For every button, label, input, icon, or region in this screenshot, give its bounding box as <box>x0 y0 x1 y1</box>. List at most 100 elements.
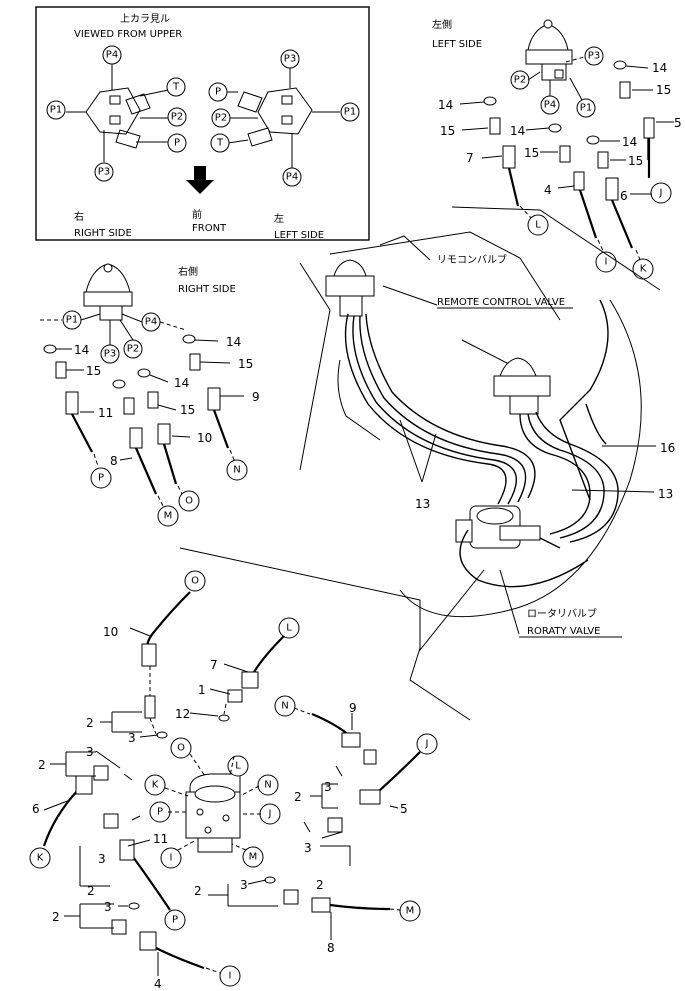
svg-text:P1: P1 <box>580 103 592 114</box>
btm-part-3g: 3 <box>104 900 112 914</box>
svg-text:I: I <box>229 971 232 982</box>
btm-part-3f: 3 <box>240 878 248 892</box>
svg-text:O: O <box>177 743 185 754</box>
btm-conn-o-near: O <box>170 737 192 759</box>
main-part-13a: 13 <box>658 487 673 501</box>
svg-text:P1: P1 <box>344 107 356 118</box>
inset-front-jp: 前 <box>192 208 202 221</box>
right-port-p1: P1 <box>62 310 82 330</box>
svg-text:K: K <box>152 780 159 791</box>
btm-conn-n-near: N <box>257 774 279 796</box>
btm-conn-j-near: J <box>259 803 281 825</box>
left-conn-j: J <box>650 182 672 204</box>
btm-part-8: 8 <box>327 941 335 955</box>
btm-conn-j-right: J <box>416 733 438 755</box>
svg-text:P: P <box>174 138 180 149</box>
svg-text:L: L <box>235 761 241 772</box>
inset-port-p3-r: P3 <box>94 162 114 182</box>
right-valve-body <box>83 263 133 321</box>
svg-text:N: N <box>233 465 240 476</box>
right-part-14b: 14 <box>226 335 241 349</box>
inset-port-p1-l: P1 <box>340 102 360 122</box>
btm-part-2d: 2 <box>87 884 95 898</box>
svg-text:I: I <box>170 853 173 864</box>
hose-bundle <box>344 299 619 588</box>
left-side-label-jp: 左側 <box>432 18 452 31</box>
remote-valve-label-en: REMOTE CONTROL VALVE <box>437 297 565 308</box>
svg-text:P1: P1 <box>66 315 78 326</box>
right-part-8: 8 <box>110 454 118 468</box>
inset-right-en: RIGHT SIDE <box>74 228 132 239</box>
right-side-label-jp: 右側 <box>178 265 198 278</box>
left-port-p3: P3 <box>584 46 604 66</box>
left-part-15b: 15 <box>440 124 455 138</box>
inset-port-t-r: T <box>166 77 186 97</box>
svg-text:K: K <box>640 264 647 275</box>
btm-part-6: 6 <box>32 802 40 816</box>
left-part-15d: 15 <box>628 154 643 168</box>
btm-part-9: 9 <box>349 701 357 715</box>
rotary-valve-label-en: RORATY VALVE <box>527 626 601 637</box>
svg-text:P: P <box>98 473 104 484</box>
svg-text:P1: P1 <box>50 105 62 116</box>
btm-part-3c: 3 <box>324 780 332 794</box>
svg-text:P: P <box>157 807 163 818</box>
inset-title-en: VIEWED FROM UPPER <box>74 29 182 40</box>
svg-text:P4: P4 <box>544 100 556 111</box>
left-part-14d: 14 <box>622 135 637 149</box>
svg-text:T: T <box>172 82 180 93</box>
btm-part-11: 11 <box>153 832 168 846</box>
right-conn-n: N <box>226 459 248 481</box>
inset-left-jp: 左 <box>274 212 284 225</box>
btm-part-5: 5 <box>400 802 408 816</box>
left-port-p1: P1 <box>576 98 596 118</box>
right-side-detail: 右側 RIGHT SIDE P1 P4 P3 P2 <box>40 263 260 527</box>
inset-port-p-l: P <box>208 82 228 102</box>
rotary-valve <box>455 505 561 549</box>
left-part-6: 6 <box>620 189 628 203</box>
btm-part-3e: 3 <box>304 841 312 855</box>
right-part-11: 11 <box>98 406 113 420</box>
remote-control-valve-right <box>493 357 551 415</box>
svg-text:P2: P2 <box>215 113 227 124</box>
right-part-15a: 15 <box>86 364 101 378</box>
btm-part-3a: 3 <box>128 731 136 745</box>
btm-conn-m-right: M <box>399 900 421 922</box>
inset-front-en: FRONT <box>192 223 227 234</box>
left-part-14c: 14 <box>510 124 525 138</box>
right-part-14a: 14 <box>74 343 89 357</box>
svg-text:O: O <box>185 496 193 507</box>
inset-left-en: LEFT SIDE <box>274 230 324 241</box>
inset-title-jp: 上カラ見ル <box>120 13 170 25</box>
svg-text:L: L <box>286 623 292 634</box>
svg-text:I: I <box>605 257 608 268</box>
inset-port-p3-l: P3 <box>280 49 300 69</box>
inset-port-p4-l: P4 <box>282 167 302 187</box>
left-port-p4: P4 <box>540 95 560 115</box>
left-valve-body <box>525 19 573 81</box>
svg-text:P4: P4 <box>145 317 157 328</box>
btm-conn-l-top: L <box>278 617 300 639</box>
svg-text:O: O <box>191 576 199 587</box>
btm-part-2f: 2 <box>194 884 202 898</box>
btm-conn-i-near: I <box>160 847 182 869</box>
svg-text:N: N <box>264 780 271 791</box>
svg-text:P: P <box>215 87 221 98</box>
rotary-valve-label-jp: ロータリバルブ <box>527 607 597 620</box>
btm-conn-o-top: O <box>184 570 206 592</box>
btm-part-4: 4 <box>154 977 162 991</box>
btm-conn-i-bottom: I <box>219 965 241 987</box>
left-part-15a: 15 <box>656 83 671 97</box>
main-assembly: リモコンバルブ REMOTE CONTROL VALVE ロータリバルブ ROR… <box>179 206 675 721</box>
btm-part-1: 1 <box>198 683 206 697</box>
btm-part-12: 12 <box>175 707 190 721</box>
left-conn-k: K <box>632 258 654 280</box>
main-part-13b: 13 <box>415 497 430 511</box>
svg-text:P2: P2 <box>514 75 526 86</box>
inset-port-p-r: P <box>167 133 187 153</box>
right-conn-o: O <box>178 490 200 512</box>
btm-conn-k-left: K <box>29 847 51 869</box>
right-part-15b: 15 <box>238 357 253 371</box>
inset-port-t-l: T <box>210 133 230 153</box>
left-side-detail: 左側 LEFT SIDE P3 P2 P4 P1 <box>432 18 682 280</box>
